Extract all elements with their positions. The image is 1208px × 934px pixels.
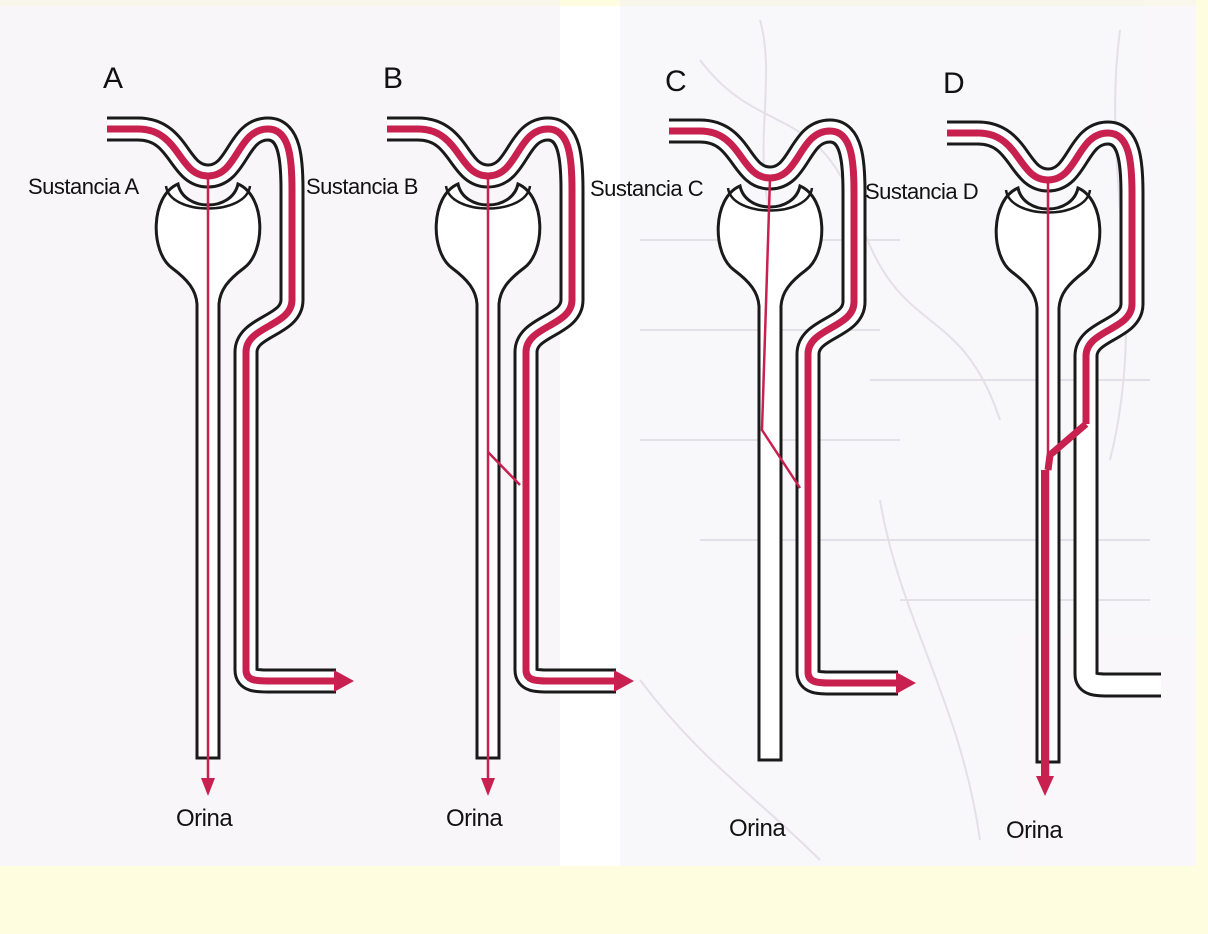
panel-c-urine-label: Orina — [729, 815, 786, 842]
panel-b-urine-label: Orina — [446, 805, 503, 832]
panel-c-letter: C — [665, 65, 687, 98]
panel-d-letter: D — [943, 67, 965, 100]
side-strip — [1196, 0, 1208, 934]
footer-band — [0, 866, 1208, 934]
panel-a-letter: A — [103, 62, 123, 95]
panel-a-urine-label: Orina — [176, 805, 233, 832]
panel-c-substance-label: Sustancia C — [590, 176, 704, 201]
panel-b-letter: B — [383, 62, 403, 95]
panel-b-substance-label: Sustancia B — [306, 174, 418, 199]
panel-a-substance-label: Sustancia A — [28, 174, 140, 199]
panel-d-urine-label: Orina — [1006, 817, 1063, 844]
panel-d-substance-label: Sustancia D — [865, 179, 978, 204]
